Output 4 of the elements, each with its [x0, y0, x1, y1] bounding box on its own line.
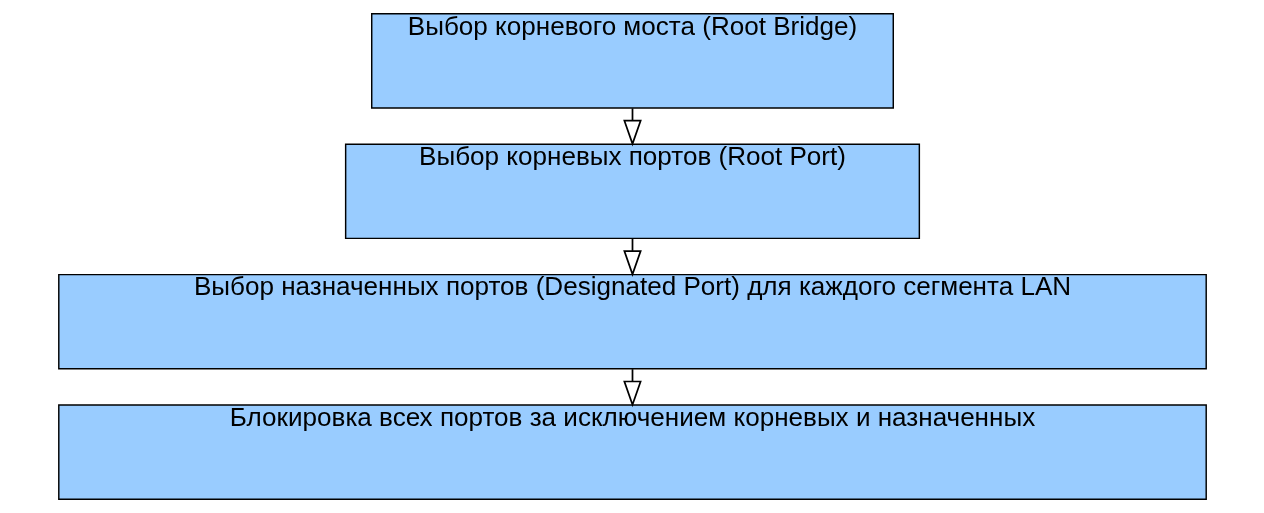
- node-box: Блокировка всех портов за исключением корневых и назначенных: [57, 404, 1207, 500]
- node-box: Выбор корневого моста (Root Bridge): [370, 13, 894, 109]
- node-box: Выбор корневых портов (Root Port): [344, 143, 920, 240]
- node-box: Выбор назначенных портов (Designated Port) для каждого сегмента LAN: [57, 273, 1207, 370]
